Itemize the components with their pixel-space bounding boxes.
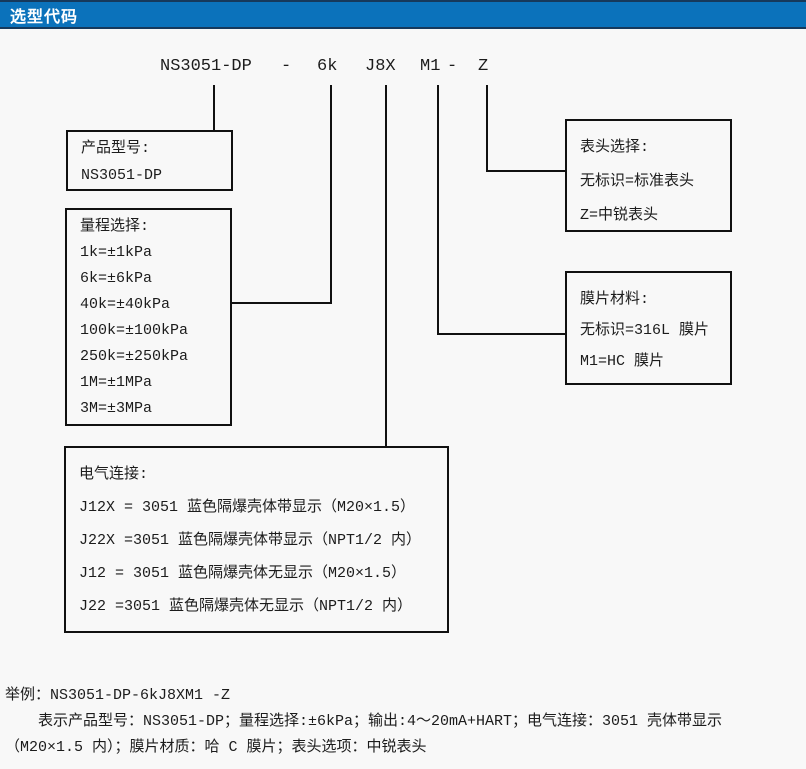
electrical-option: J22 =3051 蓝色隔爆壳体无显示（NPT1/2 内） bbox=[79, 598, 413, 615]
electrical-option: J12 = 3051 蓝色隔爆壳体无显示（M20×1.5） bbox=[79, 565, 407, 582]
code-token-dash2: - bbox=[447, 57, 458, 76]
connector-product-vline bbox=[213, 85, 215, 130]
range-option: 40k=±40kPa bbox=[80, 296, 171, 313]
section-title: 选型代码 bbox=[10, 8, 79, 27]
connector-range-hline bbox=[232, 302, 332, 304]
product-model-title: 产品型号: bbox=[81, 140, 151, 157]
diaphragm-title: 膜片材料: bbox=[580, 291, 650, 308]
range-option: 250k=±250kPa bbox=[80, 348, 189, 365]
connector-electrical-vline bbox=[385, 85, 387, 446]
range-selection-box: 量程选择: 1k=±1kPa 6k=±6kPa 40k=±40kPa 100k=… bbox=[65, 208, 232, 426]
range-option: 3M=±3MPa bbox=[80, 400, 153, 417]
electrical-title: 电气连接: bbox=[79, 466, 149, 483]
range-option: 6k=±6kPa bbox=[80, 270, 153, 287]
code-token-electrical: J8X bbox=[365, 57, 396, 76]
display-option: 无标识=标准表头 bbox=[580, 173, 695, 190]
example-code-line: 举例：NS3051-DP-6kJ8XM1 -Z bbox=[5, 687, 231, 704]
connector-range-vline bbox=[330, 85, 332, 304]
electrical-option: J22X =3051 蓝色隔爆壳体带显示（NPT1/2 内） bbox=[79, 532, 422, 549]
code-token-model: NS3051-DP bbox=[160, 57, 252, 76]
example-description-cont: （M20×1.5 内）；膜片材质：哈 C 膜片；表头选项：中锐表头 bbox=[5, 739, 427, 756]
display-selection-box: 表头选择: 无标识=标准表头 Z=中锐表头 bbox=[565, 119, 732, 232]
connector-display-vline bbox=[486, 85, 488, 172]
range-title: 量程选择: bbox=[80, 218, 150, 235]
connector-display-hline bbox=[486, 170, 565, 172]
example-description-line: 表示产品型号：NS3051-DP；量程选择:±6kPa；输出:4～20mA+HA… bbox=[38, 713, 723, 730]
product-model-box: 产品型号: NS3051-DP bbox=[66, 130, 233, 191]
diaphragm-option: 无标识=316L 膜片 bbox=[580, 322, 710, 339]
connector-diaphragm-vline bbox=[437, 85, 439, 335]
section-header-bar: 选型代码 bbox=[0, 0, 806, 29]
product-model-value: NS3051-DP bbox=[81, 167, 163, 184]
connector-diaphragm-hline bbox=[437, 333, 565, 335]
diaphragm-option: M1=HC 膜片 bbox=[580, 353, 665, 370]
code-token-diaphragm: M1 bbox=[420, 57, 441, 76]
display-option: Z=中锐表头 bbox=[580, 207, 659, 224]
electrical-connection-box: 电气连接: J12X = 3051 蓝色隔爆壳体带显示（M20×1.5） J22… bbox=[64, 446, 449, 633]
code-token-display: Z bbox=[478, 57, 489, 76]
electrical-option: J12X = 3051 蓝色隔爆壳体带显示（M20×1.5） bbox=[79, 499, 416, 516]
diaphragm-material-box: 膜片材料: 无标识=316L 膜片 M1=HC 膜片 bbox=[565, 271, 732, 385]
range-option: 100k=±100kPa bbox=[80, 322, 189, 339]
display-title: 表头选择: bbox=[580, 139, 650, 156]
code-token-dash1: - bbox=[281, 57, 292, 76]
range-option: 1k=±1kPa bbox=[80, 244, 153, 261]
code-token-range: 6k bbox=[317, 57, 338, 76]
range-option: 1M=±1MPa bbox=[80, 374, 153, 391]
